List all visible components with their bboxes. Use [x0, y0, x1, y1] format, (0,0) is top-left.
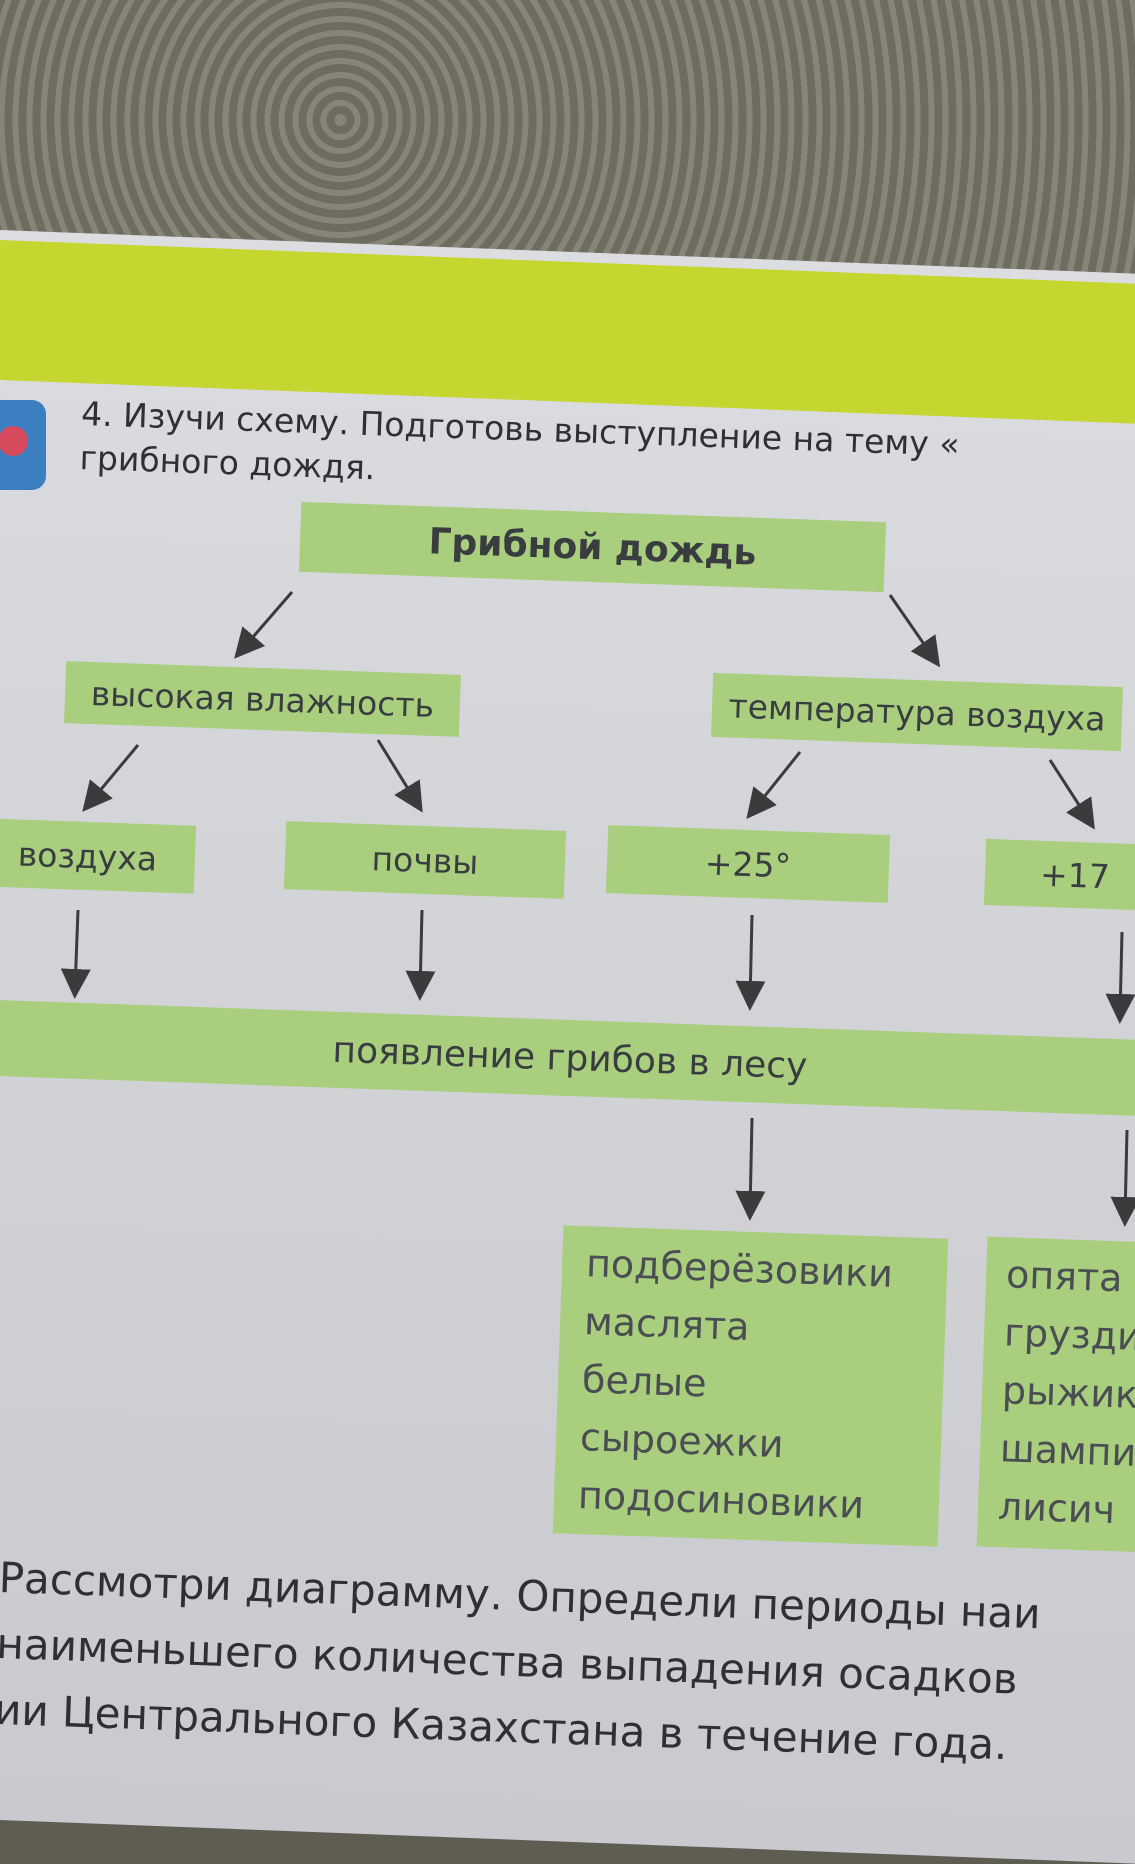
arrow — [1050, 760, 1090, 822]
arrow — [750, 915, 752, 1002]
arrow — [890, 595, 935, 660]
arrow — [750, 1118, 752, 1212]
arrow — [1120, 932, 1122, 1015]
next-task-text: Рассмотри диаграмму. Определи периоды на… — [0, 1545, 1134, 1782]
arrow — [420, 910, 422, 992]
diagram-arrows — [0, 0, 1135, 1806]
arrow — [378, 740, 418, 805]
arrow — [752, 752, 800, 812]
arrow — [1125, 1130, 1127, 1218]
arrow — [88, 745, 138, 805]
arrow — [75, 910, 78, 990]
arrow — [240, 592, 292, 652]
